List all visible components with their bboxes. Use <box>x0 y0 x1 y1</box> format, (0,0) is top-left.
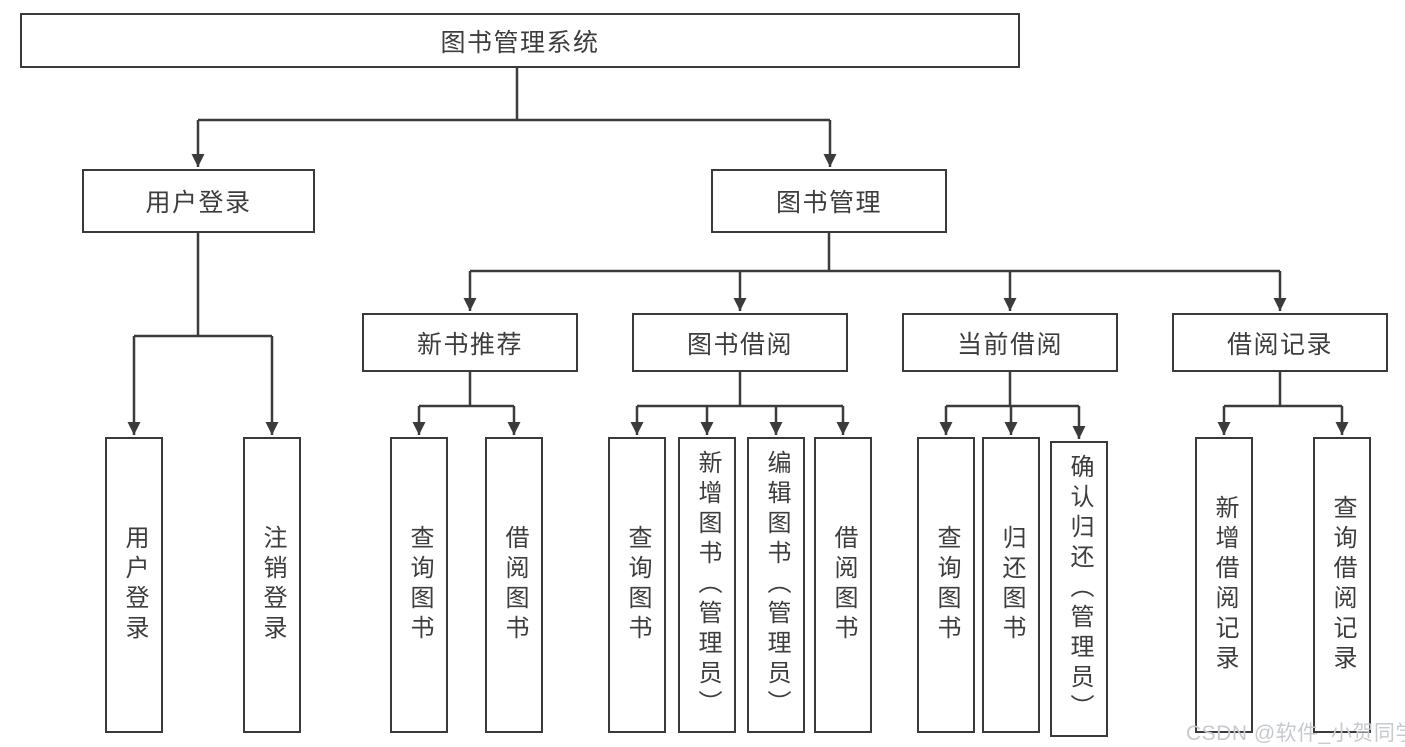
node-current-borrow: 当前借阅 <box>902 313 1118 372</box>
leaf-edit-book-admin: 编辑图书（管理员） <box>747 437 805 733</box>
leaf-confirm-return-admin: 确认归还（管理员） <box>1050 441 1108 737</box>
node-label: 查询图书 <box>624 525 651 645</box>
leaf-logout-login: 注销登录 <box>243 437 301 733</box>
node-label: 确认归还（管理员） <box>1066 454 1093 724</box>
node-label: 归还图书 <box>998 525 1025 645</box>
node-label: 用户登录 <box>121 525 148 645</box>
leaf-query-book-recommend: 查询图书 <box>390 437 448 733</box>
leaf-query-book-current: 查询图书 <box>917 437 975 733</box>
node-label: 借阅图书 <box>501 525 528 645</box>
node-label: 图书借阅 <box>686 330 793 359</box>
leaf-user-login: 用户登录 <box>105 437 163 733</box>
node-label: 注销登录 <box>259 525 286 645</box>
node-label: 借阅记录 <box>1226 330 1333 359</box>
leaf-add-book-admin: 新增图书（管理员） <box>678 437 736 733</box>
leaf-borrow-book-recommend: 借阅图书 <box>485 437 543 733</box>
node-label: 借阅图书 <box>830 525 857 645</box>
node-label: 查询图书 <box>933 525 960 645</box>
node-new-book-recommend: 新书推荐 <box>362 313 578 372</box>
node-book-management: 图书管理 <box>711 169 947 233</box>
node-label: 新增借阅记录 <box>1211 495 1238 675</box>
node-label: 新书推荐 <box>416 330 523 359</box>
leaf-query-borrow-record: 查询借阅记录 <box>1313 437 1371 733</box>
node-label: 编辑图书（管理员） <box>763 450 790 720</box>
leaf-add-borrow-record: 新增借阅记录 <box>1195 437 1253 733</box>
leaf-query-book-borrow: 查询图书 <box>608 437 666 733</box>
node-user-login: 用户登录 <box>82 169 315 233</box>
node-label: 查询图书 <box>406 525 433 645</box>
node-label: 查询借阅记录 <box>1329 495 1356 675</box>
csdn-watermark: CSDN @软件_小贺同学 <box>1186 722 1405 745</box>
node-label: 图书管理 <box>775 189 882 217</box>
node-book-borrow: 图书借阅 <box>632 313 848 372</box>
leaf-return-book: 归还图书 <box>982 437 1040 733</box>
node-label: 用户登录 <box>145 189 252 217</box>
leaf-borrow-book: 借阅图书 <box>814 437 872 733</box>
node-library-management-system: 图书管理系统 <box>20 13 1020 68</box>
node-label: 图书管理系统 <box>440 28 600 57</box>
node-label: 新增图书（管理员） <box>694 450 721 720</box>
node-label: 当前借阅 <box>956 330 1063 359</box>
node-borrow-record: 借阅记录 <box>1172 313 1388 372</box>
